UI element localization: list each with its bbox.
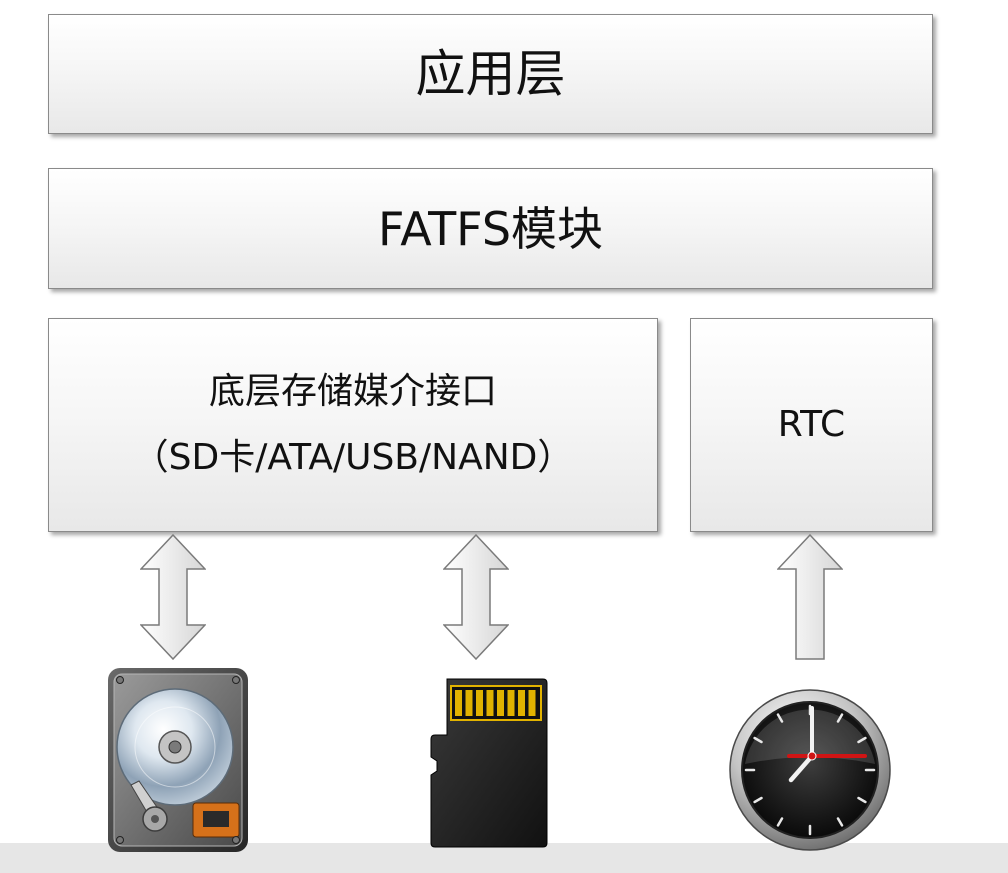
hdd-connector-chip <box>203 811 229 827</box>
sd-contact <box>465 690 473 716</box>
sd-contact <box>476 690 483 716</box>
clock-tick <box>776 817 784 827</box>
clock-tick <box>776 713 784 723</box>
hdd-screw <box>232 676 240 684</box>
sd-contact <box>486 690 494 716</box>
clock-face <box>741 701 879 839</box>
double-arrow-icon <box>140 534 206 660</box>
hard-disk-icon <box>108 668 248 852</box>
double-arrow-shape <box>443 534 509 660</box>
storage-interface-label: 底层存储媒介接口 <box>208 371 497 412</box>
hdd-spindle-center <box>168 740 182 754</box>
clock-icon <box>729 689 891 851</box>
rtc-label: RTC <box>777 404 846 445</box>
clock-tick <box>857 796 867 804</box>
sd-contact <box>455 690 462 716</box>
up-arrow-shape <box>777 534 843 660</box>
storage-interface-types: （SD卡/ATA/USB/NAND） <box>132 437 574 478</box>
hdd-screw <box>232 836 240 844</box>
double-arrow-icon <box>443 534 509 660</box>
application-layer-label: 应用层 <box>415 45 566 103</box>
sd-contact <box>507 690 515 716</box>
clock-tick <box>753 796 763 804</box>
clock-center-cap <box>807 751 817 761</box>
sd-contact <box>528 690 536 716</box>
rtc-box: RTC <box>690 318 933 532</box>
sd-card-icon <box>430 678 548 848</box>
clock-ticks <box>744 704 876 836</box>
hdd-arm-pivot-center <box>151 815 159 823</box>
clock-hour-hand <box>788 753 815 783</box>
sd-contact <box>518 690 525 716</box>
sd-contact-frame <box>450 685 542 721</box>
double-arrow-shape <box>140 534 206 660</box>
up-arrow-icon <box>777 534 843 660</box>
hdd-screw <box>116 836 124 844</box>
clock-tick <box>857 736 867 744</box>
application-layer-box: 应用层 <box>48 14 933 134</box>
hdd-screw <box>116 676 124 684</box>
sd-contact <box>497 690 504 716</box>
fatfs-module-label: FATFS模块 <box>377 201 604 256</box>
clock-tick <box>836 713 844 723</box>
hdd-platter-ring <box>134 706 216 788</box>
fatfs-module-box: FATFS模块 <box>48 168 933 289</box>
storage-interface-box: 底层存储媒介接口 （SD卡/ATA/USB/NAND） <box>48 318 658 532</box>
clock-tick <box>753 736 763 744</box>
clock-tick <box>836 817 844 827</box>
